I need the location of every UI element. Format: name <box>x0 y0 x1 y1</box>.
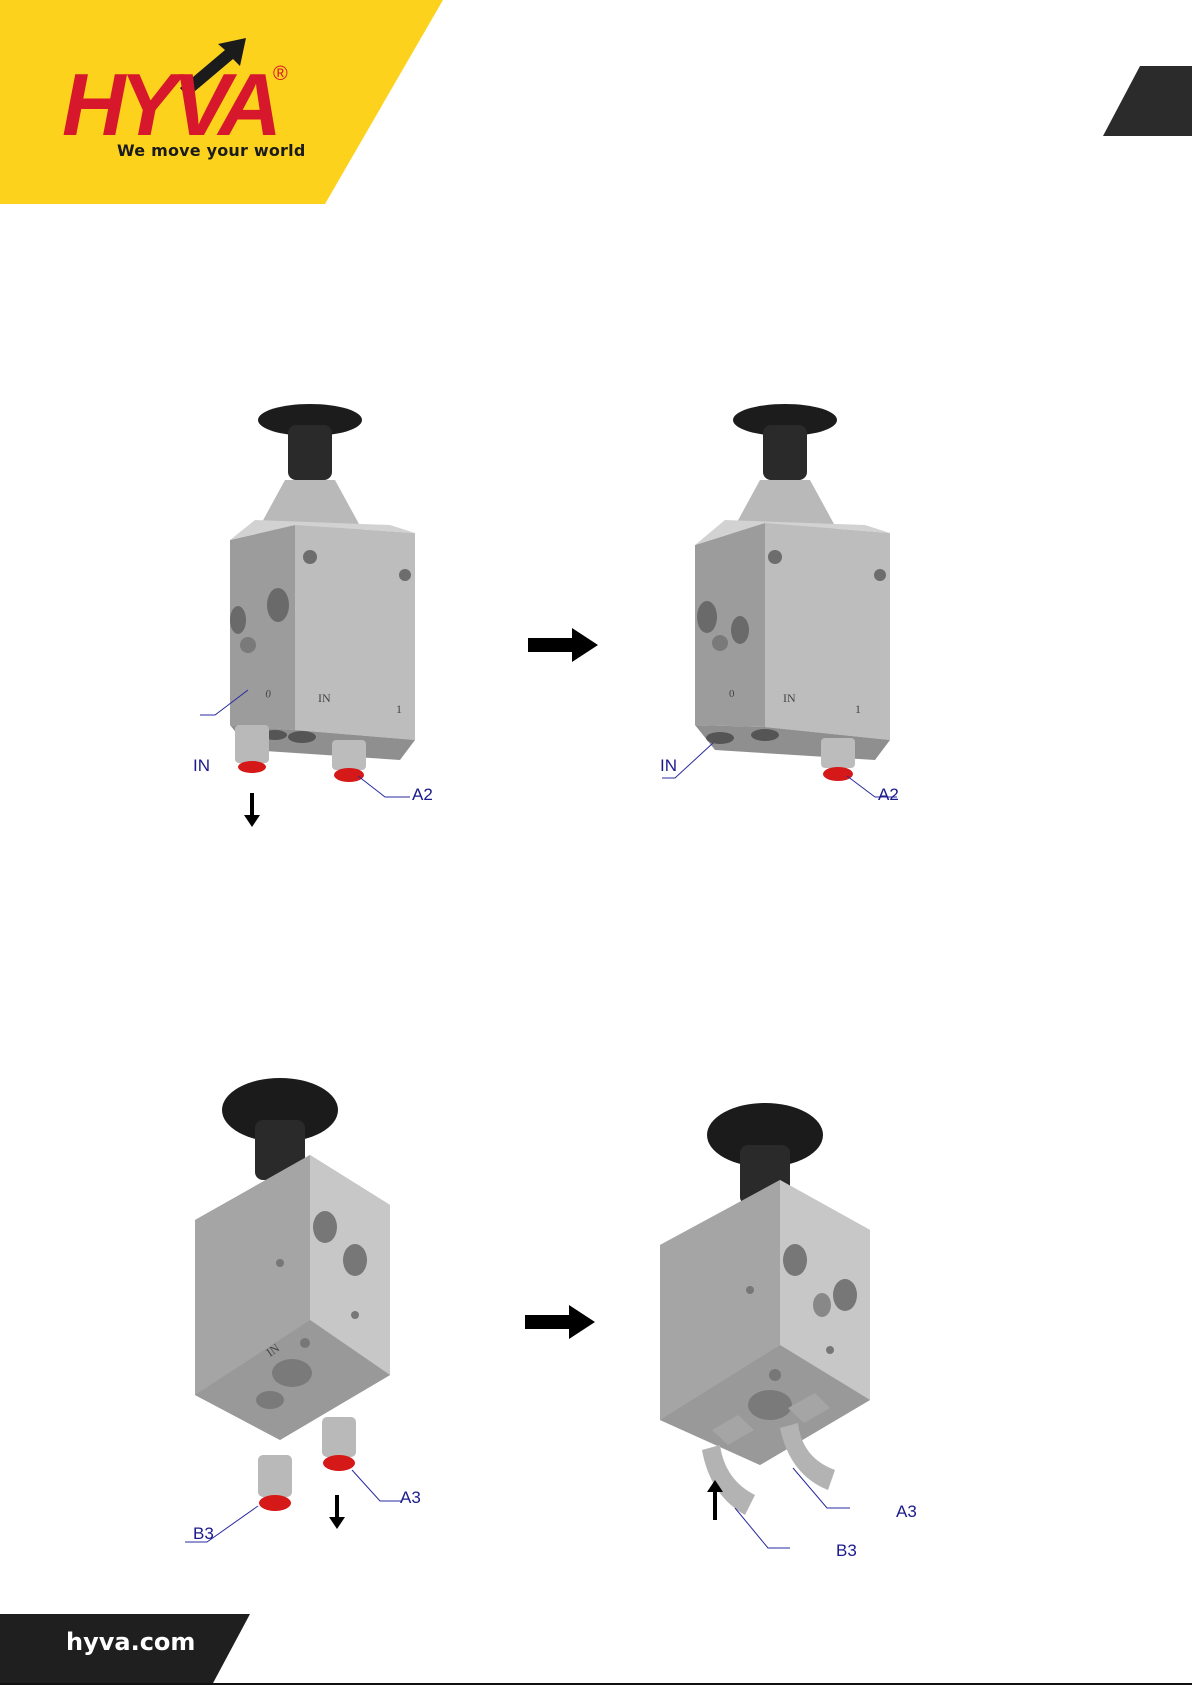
a2-fitting <box>332 740 366 770</box>
registered-mark: ® <box>273 63 288 85</box>
in-fitting <box>235 725 269 763</box>
footer-url-link[interactable]: hyva.com <box>66 1628 195 1656</box>
label-a3-bottom-left: A3 <box>400 1488 421 1508</box>
label-b3-bottom-left: B3 <box>193 1524 214 1544</box>
block-mark-in: IN <box>318 691 331 705</box>
arrow-down-icon <box>244 793 260 827</box>
arrow-right-icon <box>525 1305 595 1339</box>
block-mark-zero: 0 <box>729 688 735 700</box>
a2-fitting <box>821 738 855 768</box>
arrow-right-icon <box>528 628 598 662</box>
block-mark-one: 1 <box>396 702 402 716</box>
logo-wordmark: HYVA <box>62 55 276 138</box>
a3-fitting <box>322 1417 356 1457</box>
figure-bottom-left: IN <box>180 1065 440 1550</box>
figure-bottom-right <box>650 1090 930 1570</box>
label-b3-bottom-right: B3 <box>836 1541 857 1561</box>
figure-top-right: 0 IN 1 <box>635 395 935 815</box>
corner-tab-shape <box>1103 66 1192 136</box>
label-a3-bottom-right: A3 <box>896 1502 917 1522</box>
label-a2-top-right: A2 <box>878 785 899 805</box>
brand-tagline: We move your world <box>117 141 306 160</box>
label-in-top-right: IN <box>660 756 677 776</box>
block-mark-one: 1 <box>855 702 861 716</box>
block-mark-in: IN <box>783 691 796 705</box>
label-in-top-left: IN <box>193 756 210 776</box>
figure-top-left: 0 IN 1 <box>160 395 460 885</box>
b3-fitting <box>258 1455 292 1497</box>
label-a2-top-left: A2 <box>412 785 433 805</box>
logo-mark: HYVA ® <box>60 28 320 138</box>
arrow-down-icon <box>329 1495 345 1529</box>
